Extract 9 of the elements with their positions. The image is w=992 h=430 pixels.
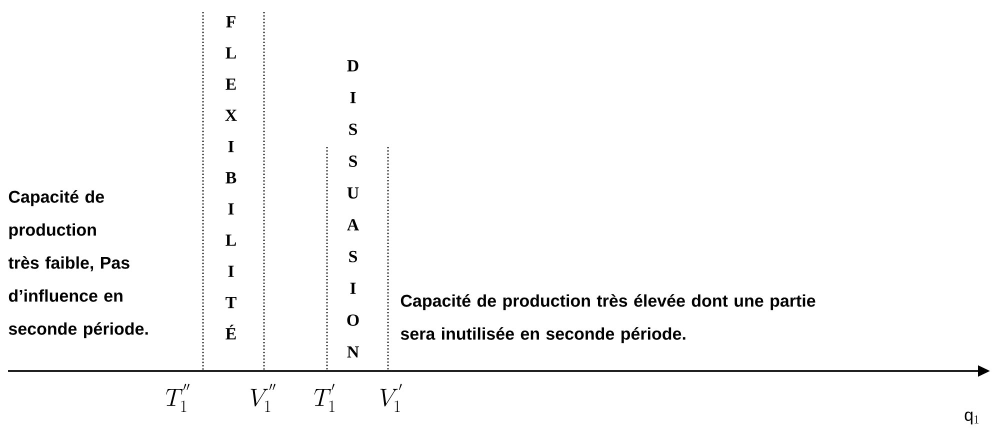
description-text: Capacité de production très faible, Pas d’influence en seconde période. (8, 190, 148, 338)
vertical-label: DISSUASION (347, 60, 360, 358)
axis-label: $T_1^{''}$ (166, 384, 190, 412)
axis-label: $V_1^{''}$ (250, 384, 276, 412)
vertical-label: FLEXIBILITÉ (225, 16, 237, 340)
description-text: Capacité de production très élevée dont une partie sera inutilisée en seconde période. (400, 294, 816, 344)
axis-label: $V_1^{'}$ (380, 384, 402, 412)
axis-label: $\mathrm{q}_1$ (964, 412, 978, 424)
axis-label: $T_1^{'}$ (314, 384, 335, 412)
